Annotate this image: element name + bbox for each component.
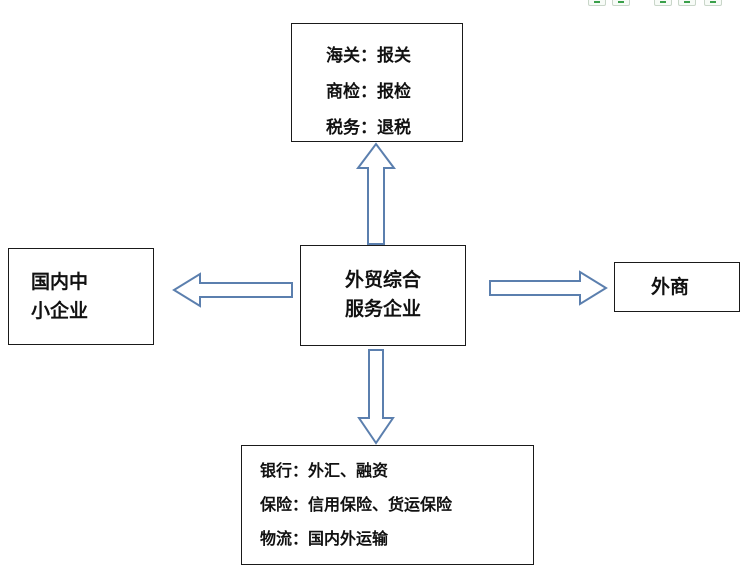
service-enterprise-line2: 服务企业 <box>344 298 421 320</box>
arrow-left-icon <box>172 272 293 308</box>
government-services-box: 海关：报关 商检：报检 税务：退税 <box>291 23 463 142</box>
inspection-row: 商检：报检 <box>326 82 411 102</box>
tax-row: 税务：退税 <box>326 118 411 138</box>
foreign-buyer-label: 外商 <box>651 276 690 298</box>
toolbar-button[interactable] <box>588 0 606 6</box>
service-enterprise-line1: 外贸综合 <box>344 269 421 291</box>
logistics-row: 物流：国内外运输 <box>260 529 389 548</box>
bank-row: 银行：外汇、融资 <box>260 461 389 480</box>
arrow-up-icon <box>356 142 396 245</box>
domestic-sme-box: 国内中 小企业 <box>8 248 154 345</box>
arrow-right-icon <box>489 270 608 306</box>
domestic-sme-line1: 国内中 <box>31 271 89 293</box>
customs-row: 海关：报关 <box>326 46 411 66</box>
domestic-sme-line2: 小企业 <box>31 300 89 322</box>
foreign-buyer-box: 外商 <box>614 262 740 312</box>
insurance-row: 保险：信用保险、货运保险 <box>260 495 453 514</box>
financial-logistics-box: 银行：外汇、融资 保险：信用保险、货运保险 物流：国内外运输 <box>241 445 534 565</box>
toolbar-button[interactable] <box>612 0 630 6</box>
toolbar-button[interactable] <box>704 0 722 6</box>
toolbar-button[interactable] <box>654 0 672 6</box>
toolbar-button[interactable] <box>678 0 696 6</box>
arrow-down-icon <box>357 349 395 445</box>
corner-toolbar <box>578 0 752 8</box>
service-enterprise-box: 外贸综合 服务企业 <box>300 245 466 346</box>
